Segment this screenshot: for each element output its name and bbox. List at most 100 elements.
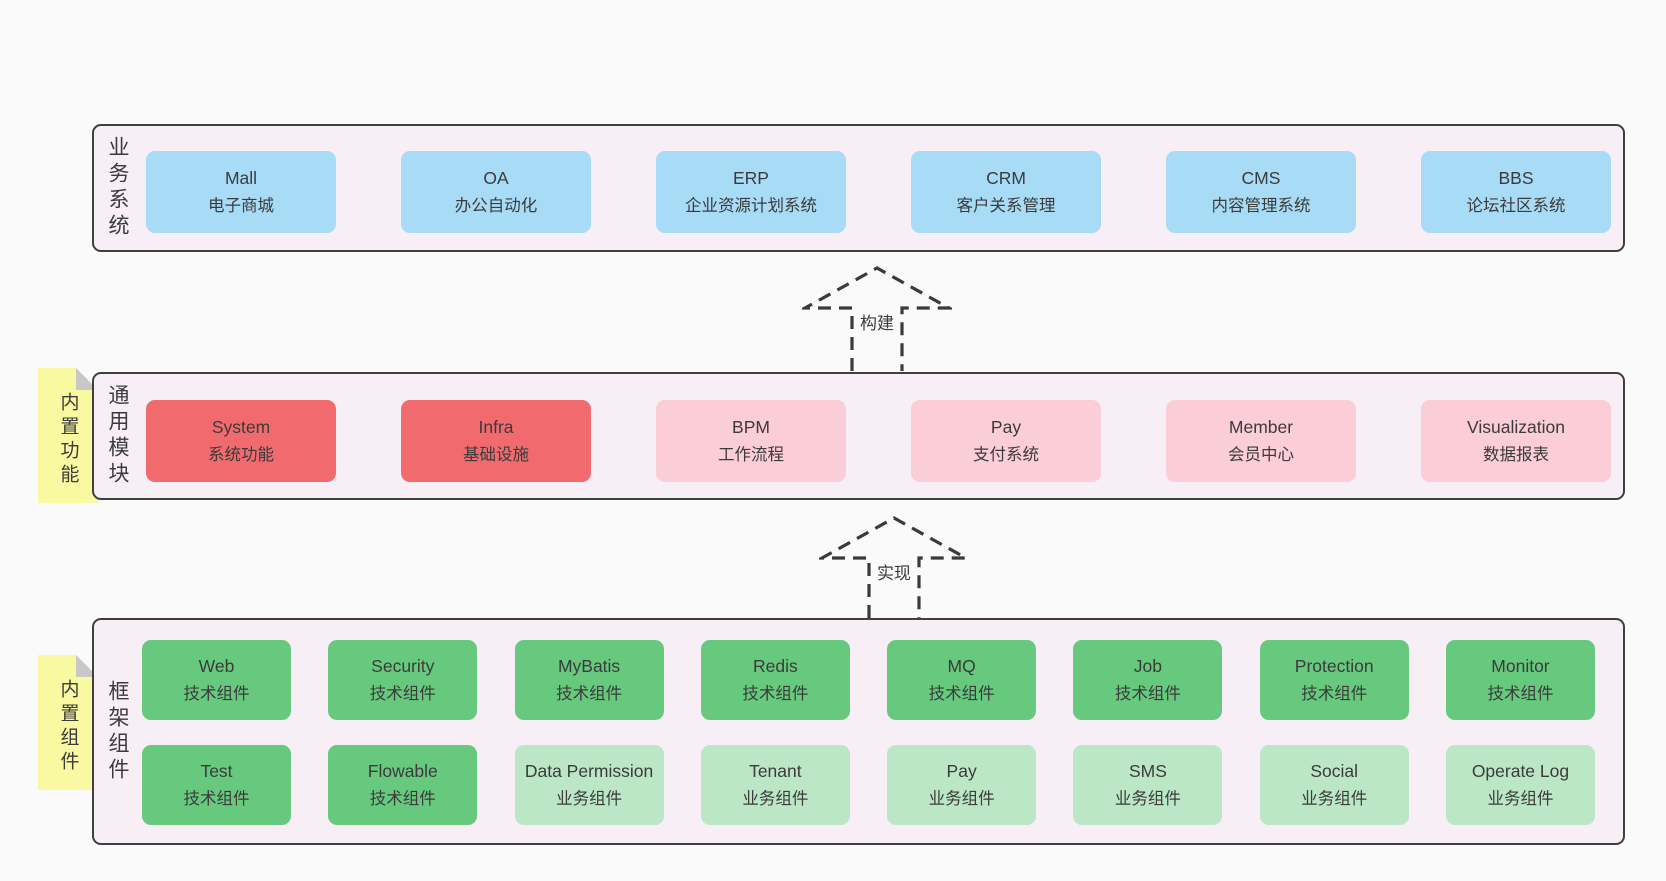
module-box-title: Infra [478,416,514,437]
module-box-subtitle: 数据报表 [1483,446,1549,465]
dashed-up-arrow-icon [819,516,969,618]
box-operate-log: Operate Log 业务组件 [1445,745,1595,825]
module-box-subtitle: 办公自动化 [454,197,538,216]
business-systems-panel-label: 业务系统 [106,136,129,240]
module-box-subtitle: 技术组件 [1114,685,1181,704]
module-box-title: Operate Log [1471,760,1570,781]
implement-arrow: 实现 [819,514,969,618]
module-box-subtitle: 业务组件 [1301,790,1368,809]
module-box-subtitle: 业务组件 [742,790,809,809]
box-bpm: BPM 工作流程 [656,400,846,482]
module-box-title: MQ [947,655,976,676]
box-test: Test 技术组件 [142,745,291,825]
module-box-subtitle: 技术组件 [556,685,623,704]
box-social: Social 业务组件 [1259,745,1409,825]
common-modules-panel: 通用模块 System 系统功能 Infra 基础设施 BPM 工作流程 [92,372,1625,500]
box-monitor: Monitor 技术组件 [1445,640,1595,720]
sticky-note-label: 内置组件 [57,678,79,775]
box-pay: Pay 业务组件 [887,745,1037,825]
module-box-subtitle: 企业资源计划系统 [685,197,817,216]
module-box-title: Pay [990,416,1022,437]
box-cms: CMS 内容管理系统 [1166,151,1356,233]
box-security: Security 技术组件 [328,640,478,720]
module-box-title: CRM [986,167,1026,188]
sticky-note-paper [38,368,98,503]
sticky-note-label: 内置功能 [57,391,79,488]
framework-components-panel-label: 框架组件 [106,679,129,784]
box-protection: Protection 技术组件 [1259,640,1409,720]
module-box-title: Redis [752,655,798,676]
module-box-title: Pay [946,760,977,781]
box-member: Member 会员中心 [1166,400,1356,482]
module-box-subtitle: 基础设施 [463,446,529,465]
module-box-title: Visualization [1467,416,1565,437]
module-box-subtitle: 系统功能 [208,446,274,465]
module-box-subtitle: 技术组件 [928,685,995,704]
module-box-title: Member [1228,416,1294,437]
module-box-title: Protection [1294,655,1374,676]
module-box-subtitle: 技术组件 [369,685,436,704]
box-job: Job 技术组件 [1073,640,1223,720]
module-box-subtitle: 业务组件 [1487,790,1554,809]
module-box-title: Security [371,655,435,676]
module-box-title: Social [1310,760,1359,781]
module-box-subtitle: 论坛社区系统 [1466,197,1566,216]
module-box-subtitle: 技术组件 [369,790,436,809]
module-box-subtitle: 业务组件 [1114,790,1181,809]
box-flowable: Flowable 技术组件 [328,745,478,825]
box-mall: Mall 电子商城 [146,151,336,233]
build-arrow-label: 构建 [857,308,897,335]
module-box-title: MyBatis [557,655,621,676]
module-box-subtitle: 技术组件 [1487,685,1554,704]
box-redis: Redis 技术组件 [700,640,850,720]
module-box-title: Flowable [367,760,438,781]
box-system: System 系统功能 [146,400,336,482]
business-systems-panel: 业务系统 Mall 电子商城 OA 办公自动化 ERP 企业资源计划系统 [92,124,1625,252]
implement-arrow-label: 实现 [874,558,914,585]
dashed-up-arrow-icon [802,266,952,371]
module-box-title: BPM [732,416,770,437]
sticky-note-built-in-components: 内置组件 [38,655,98,790]
module-box-title: SMS [1128,760,1167,781]
module-box-title: CMS [1241,167,1281,188]
module-box-subtitle: 技术组件 [183,685,250,704]
module-box-title: ERP [733,167,769,188]
module-box-subtitle: 业务组件 [928,790,995,809]
module-box-title: OA [483,167,509,188]
box-tenant: Tenant 业务组件 [700,745,850,825]
box-data-permission: Data Permission 业务组件 [514,745,664,825]
module-box-subtitle: 技术组件 [1301,685,1368,704]
module-box-title: Data Permission [524,760,654,781]
module-box-title: Mall [224,167,258,188]
module-box-title: Tenant [749,760,802,781]
framework-components-row-2: Test 技术组件 Flowable 技术组件 Data Permission … [142,745,1595,825]
box-mybatis: MyBatis 技术组件 [514,640,664,720]
module-box-subtitle: 技术组件 [183,790,250,809]
common-modules-panel-label: 通用模块 [106,384,129,488]
module-box-title: BBS [1498,167,1534,188]
module-box-title: System [211,416,271,437]
module-box-subtitle: 会员中心 [1228,446,1294,465]
build-arrow: 构建 [802,264,952,371]
box-bbs: BBS 论坛社区系统 [1421,151,1611,233]
box-infra: Infra 基础设施 [401,400,591,482]
module-box-title: Web [198,655,235,676]
box-sms: SMS 业务组件 [1073,745,1223,825]
common-modules-row: System 系统功能 Infra 基础设施 BPM 工作流程 Pay 支付系统 [146,400,1611,482]
box-mq: MQ 技术组件 [887,640,1037,720]
module-box-subtitle: 内容管理系统 [1211,197,1311,216]
module-box-subtitle: 支付系统 [973,446,1039,465]
box-web: Web 技术组件 [142,640,291,720]
framework-components-row-1: Web 技术组件 Security 技术组件 MyBatis 技术组件 Redi… [142,640,1595,720]
module-box-title: Job [1133,655,1163,676]
module-box-subtitle: 业务组件 [556,790,623,809]
box-erp: ERP 企业资源计划系统 [656,151,846,233]
sticky-note-built-in-features: 内置功能 [38,368,98,503]
box-pay: Pay 支付系统 [911,400,1101,482]
framework-components-panel: 框架组件 Web 技术组件 Security 技术组件 MyBatis 技术组件 [92,618,1625,845]
module-box-title: Test [200,760,233,781]
module-box-title: Monitor [1491,655,1550,676]
box-visualization: Visualization 数据报表 [1421,400,1611,482]
module-box-subtitle: 工作流程 [718,446,784,465]
